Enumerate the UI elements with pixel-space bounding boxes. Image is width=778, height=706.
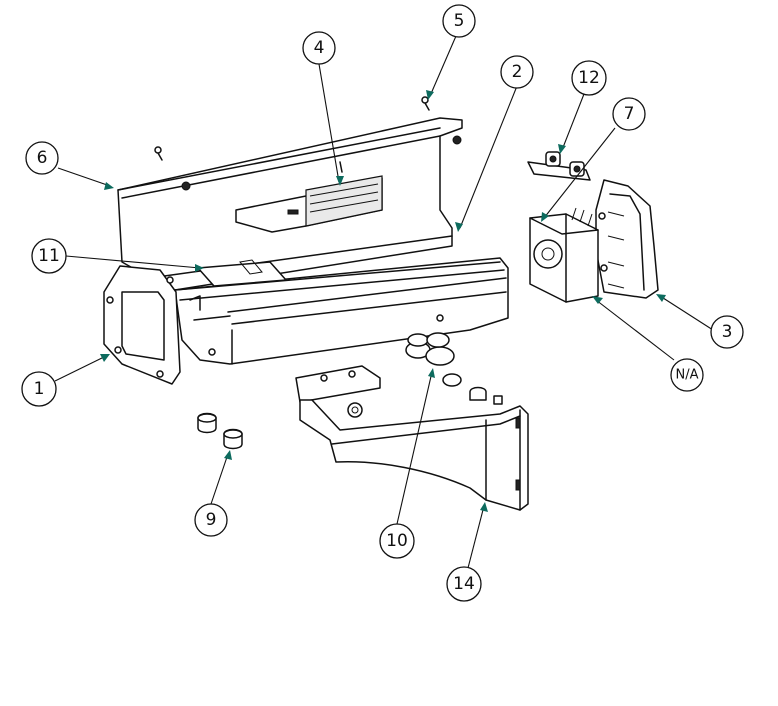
callout-6: 6 — [25, 141, 59, 175]
svg-text:4: 4 — [314, 38, 325, 58]
screw-left — [154, 146, 163, 161]
svg-text:9: 9 — [206, 510, 217, 530]
svg-text:11: 11 — [38, 246, 60, 266]
fan-heater-unit — [529, 207, 599, 303]
svg-text:3: 3 — [722, 322, 733, 342]
svg-text:5: 5 — [454, 11, 465, 31]
svg-text:14: 14 — [453, 574, 475, 594]
callout-14: 14 — [446, 566, 482, 602]
callout-3: 3 — [710, 315, 744, 349]
front-endcap — [103, 265, 181, 385]
callout-11: 11 — [31, 238, 67, 274]
svg-text:2: 2 — [512, 62, 523, 82]
callout-4: 4 — [302, 31, 336, 65]
svg-text:6: 6 — [37, 148, 48, 168]
rear-endcap — [595, 179, 659, 299]
connector-board — [527, 151, 591, 181]
callout-9: 9 — [194, 503, 228, 537]
callout-10: 10 — [379, 523, 415, 559]
screw-4 — [339, 161, 343, 173]
svg-text:N/A: N/A — [676, 368, 699, 383]
housing-body — [174, 257, 509, 365]
svg-text:10: 10 — [386, 531, 408, 551]
svg-text:7: 7 — [624, 104, 635, 124]
cable-glands — [405, 332, 462, 387]
internal-bracket — [235, 175, 383, 233]
callout-2: 2 — [500, 55, 534, 89]
svg-text:1: 1 — [34, 379, 45, 399]
sliding-tray — [197, 259, 287, 287]
callout-5: 5 — [442, 4, 476, 38]
callout-1: 1 — [21, 371, 57, 407]
leader-lines — [54, 35, 714, 569]
callout-7: 7 — [612, 97, 646, 131]
wall-mount-bracket — [295, 365, 529, 511]
callout-12: 12 — [571, 60, 607, 96]
plug-caps — [197, 412, 243, 450]
callout-na: N/A — [670, 358, 704, 392]
svg-text:12: 12 — [578, 68, 600, 88]
